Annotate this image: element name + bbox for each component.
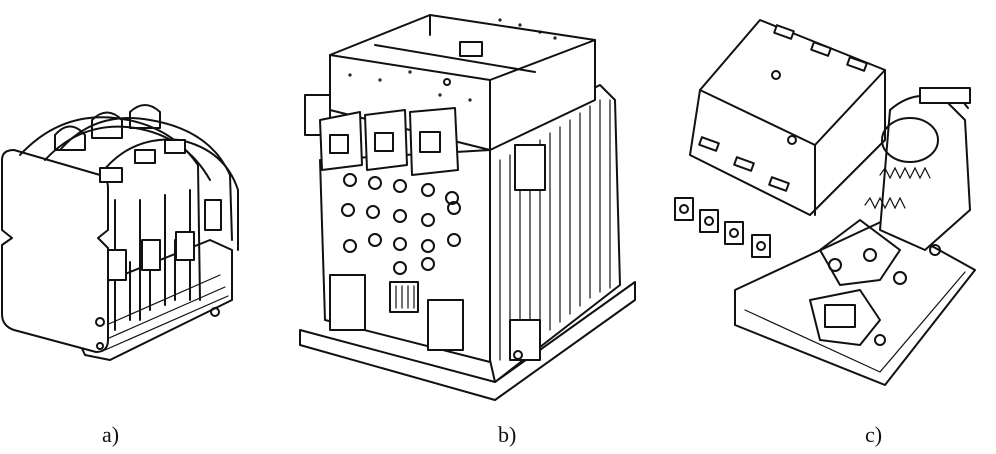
contactor-a-illustration [1,104,239,361]
caption-b: b) [498,422,517,447]
caption-c: c) [865,422,883,447]
contactor-b-illustration [299,14,636,401]
contactor-c-illustration [674,19,976,386]
caption-a: a) [102,422,120,447]
